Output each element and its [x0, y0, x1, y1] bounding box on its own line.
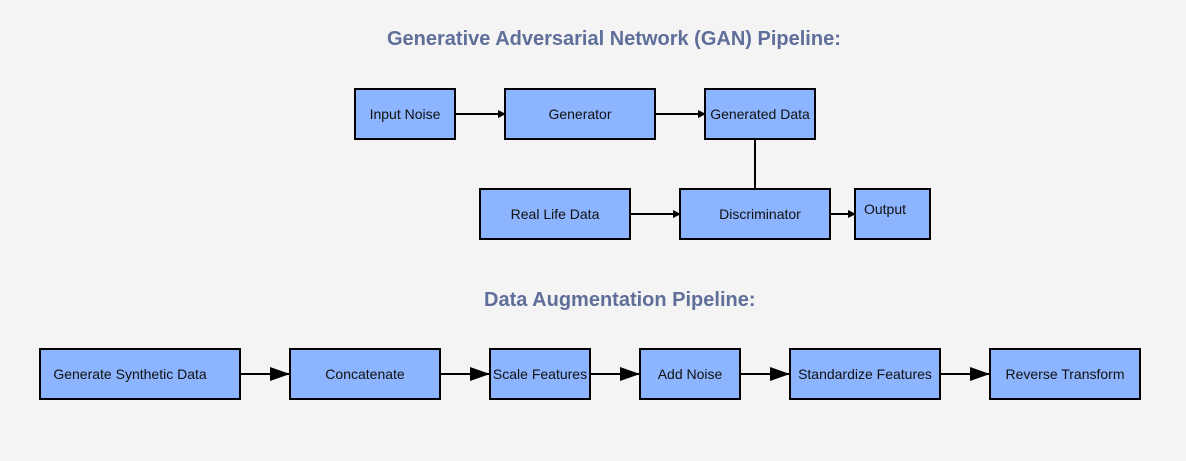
node-label: Generator [548, 106, 611, 122]
augmentation-pipeline-title: Data Augmentation Pipeline: [484, 289, 756, 311]
node-label: Standardize Features [798, 366, 932, 382]
node-label: Generate Synthetic Data [53, 366, 207, 382]
node-label: Generated Data [710, 106, 810, 122]
node-label: Input Noise [370, 106, 441, 122]
node-label: Scale Features [493, 366, 587, 382]
node-generated-data: Generated Data [704, 88, 816, 140]
node-generate-synthetic-data: Generate Synthetic Data [39, 348, 241, 400]
node-input-noise: Input Noise [354, 88, 456, 140]
gan-pipeline-title: Generative Adversarial Network (GAN) Pip… [387, 28, 841, 50]
node-label: Reverse Transform [1005, 366, 1124, 382]
node-label: Output [864, 201, 906, 217]
node-add-noise: Add Noise [639, 348, 741, 400]
node-label: Real Life Data [511, 206, 600, 222]
node-generator: Generator [504, 88, 656, 140]
node-label: Discriminator [719, 206, 801, 222]
node-standardize-features: Standardize Features [789, 348, 941, 400]
node-discriminator: Discriminator [679, 188, 831, 240]
node-output: Output [854, 188, 931, 240]
node-concatenate: Concatenate [289, 348, 441, 400]
node-real-life-data: Real Life Data [479, 188, 631, 240]
node-reverse-transform: Reverse Transform [989, 348, 1141, 400]
node-scale-features: Scale Features [489, 348, 591, 400]
node-label: Add Noise [658, 366, 723, 382]
node-label: Concatenate [325, 366, 405, 382]
